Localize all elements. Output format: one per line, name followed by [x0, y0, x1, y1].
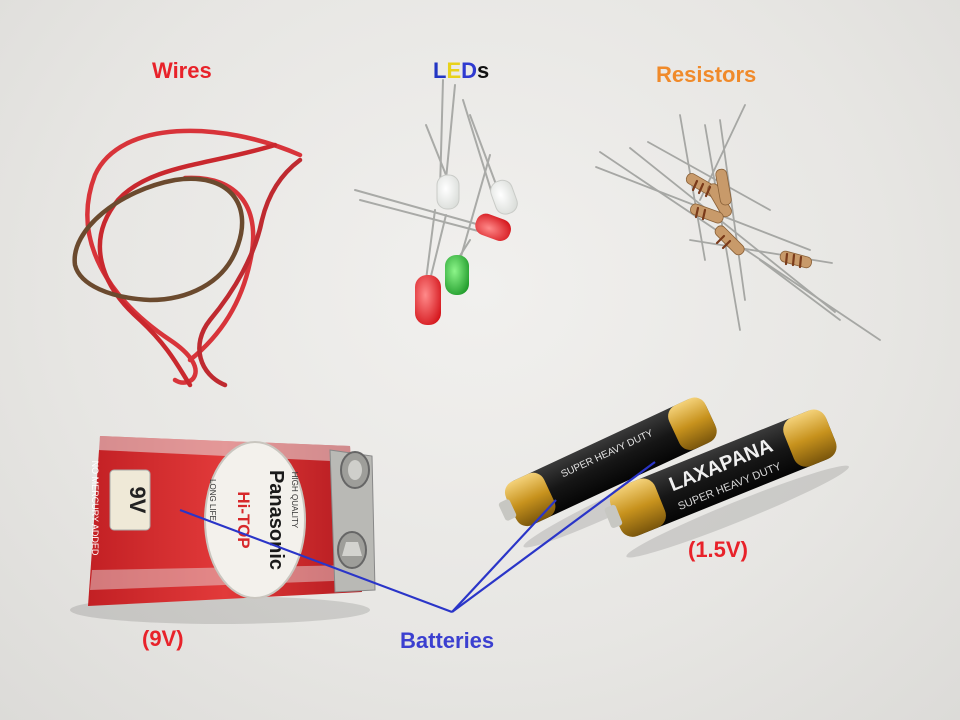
wires-bundle [72, 128, 303, 388]
battery-9v-brand: Panasonic [265, 470, 287, 570]
resistors-group [595, 104, 881, 341]
battery-9v: 9V NO MERCURY ADDED Panasonic Hi-TOP HIG… [70, 436, 376, 624]
wires-label: Wires [152, 58, 212, 83]
battery-aa-2: LAXAPANA SUPER HEAVY DUTY [604, 409, 849, 558]
battery-9v-quality: HIGH QUALITY [290, 472, 299, 529]
battery-9v-line: Hi-TOP [234, 491, 253, 548]
resistors-label: Resistors [656, 62, 757, 87]
battery-9v-terminals [329, 449, 376, 593]
leds-group [354, 79, 518, 325]
leds-letter-l: L [433, 58, 447, 83]
battery-9v-mark: 9V [125, 487, 150, 514]
batteries-label: Batteries [400, 628, 495, 653]
voltage-9v-label: (9V) [142, 626, 184, 651]
leds-label: LEDs [433, 58, 489, 84]
battery-9v-side-text: NO MERCURY ADDED [90, 461, 100, 556]
voltage-aa-label: (1.5V) [688, 537, 748, 562]
leds-letter-d: D [461, 58, 478, 83]
leds-letter-e: E [446, 58, 462, 83]
leds-letter-s: s [477, 58, 490, 83]
battery-9v-life: LONG LIFE [208, 479, 217, 521]
batteries-pointer-lines [179, 461, 656, 614]
